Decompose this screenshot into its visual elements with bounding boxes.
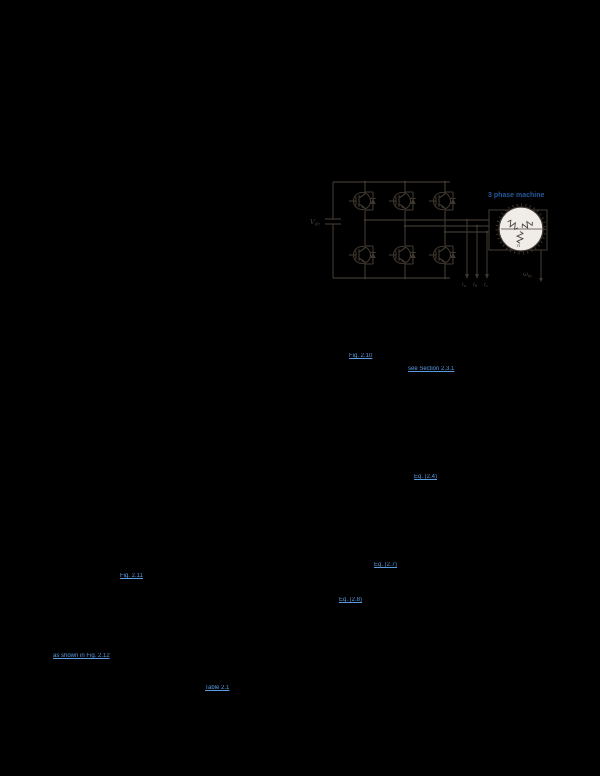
machine-symbol: n bbox=[488, 203, 548, 255]
citation-link[interactable]: Eq. (2.4) bbox=[414, 474, 438, 480]
citation-link[interactable]: Eq. (2.8) bbox=[339, 597, 363, 603]
speed-indicator bbox=[539, 250, 543, 282]
omega-m-label: ωm bbox=[523, 271, 532, 279]
vdc-label: Vdc bbox=[310, 218, 321, 228]
citation-link[interactable]: Eq. (2.7) bbox=[374, 562, 398, 568]
citation-link[interactable]: as shown in Fig. 2.12 bbox=[53, 653, 110, 659]
inverter-bridge bbox=[333, 180, 489, 280]
junction-dots bbox=[363, 180, 489, 280]
figure-title: 3 phase machine bbox=[488, 192, 545, 199]
neutral-label: n bbox=[517, 244, 520, 249]
citation-link[interactable]: Fig. 2.11 bbox=[120, 573, 143, 579]
ia-label: ia bbox=[462, 282, 467, 288]
inverter-machine-figure: Vdc bbox=[310, 180, 548, 288]
dc-link-capacitor bbox=[325, 182, 341, 278]
machine-tick-ring bbox=[495, 203, 547, 255]
ic-label: ic bbox=[484, 282, 489, 288]
citation-link[interactable]: Table 2.1 bbox=[205, 685, 230, 691]
citation-link[interactable]: Fig. 2.10 bbox=[349, 353, 373, 359]
citation-link[interactable]: see Section 2.3.1 bbox=[408, 366, 455, 372]
phase-current-arrows bbox=[465, 220, 489, 279]
ib-label: ib bbox=[473, 282, 478, 288]
